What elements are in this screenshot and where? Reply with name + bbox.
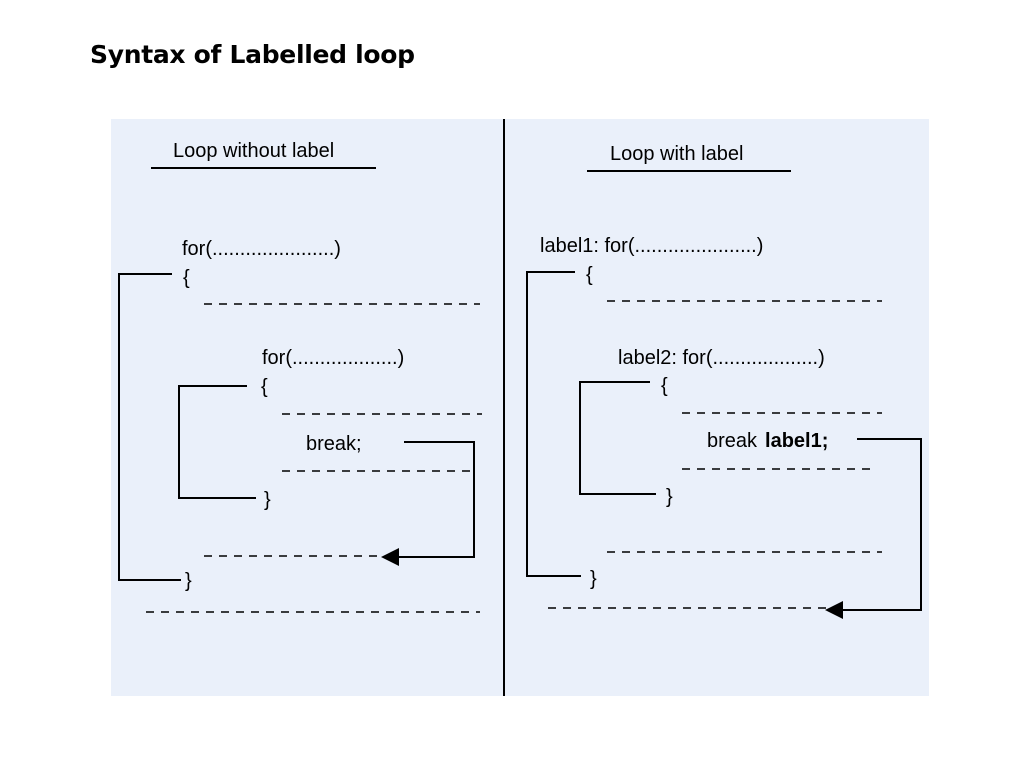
slide-title: Syntax of Labelled loop (90, 40, 415, 69)
right-outer-open-brace: { (586, 264, 593, 286)
left-inner-for: for(...................) (262, 347, 404, 369)
right-outer-close-brace: } (590, 568, 597, 590)
diagram-panel (111, 119, 929, 696)
right-break-arrowhead (825, 601, 843, 619)
left-outer-for: for(......................) (182, 238, 341, 260)
right-break-label: label1; (765, 430, 828, 452)
left-inner-loop-bracket (178, 385, 256, 499)
left-inner-open-brace: { (261, 376, 268, 398)
right-break-arrow-line (842, 438, 922, 611)
left-outer-close-brace: } (185, 570, 192, 592)
right-heading: Loop with label (610, 143, 743, 165)
right-outer-loop-bracket (526, 271, 581, 577)
right-break-keyword-text: break (707, 430, 758, 452)
left-diagram: Loop without label for(.................… (118, 140, 482, 613)
right-inner-close-brace: } (666, 486, 673, 508)
left-outer-open-brace: { (183, 267, 190, 289)
left-break-statement: break; (306, 433, 362, 455)
left-break-arrow-line (398, 441, 475, 558)
right-outer-for: label1: for(......................) (540, 235, 763, 257)
right-inner-loop-bracket (579, 381, 656, 495)
left-outer-loop-bracket (118, 273, 181, 581)
left-heading: Loop without label (173, 140, 334, 162)
left-break-arrowhead (381, 548, 399, 566)
right-break-keyword: break label1; (707, 430, 828, 452)
right-inner-open-brace: { (661, 375, 668, 397)
right-diagram: Loop with label label1: for(............… (526, 143, 922, 619)
left-inner-close-brace: } (264, 489, 271, 511)
right-inner-for: label2: for(...................) (618, 347, 825, 369)
